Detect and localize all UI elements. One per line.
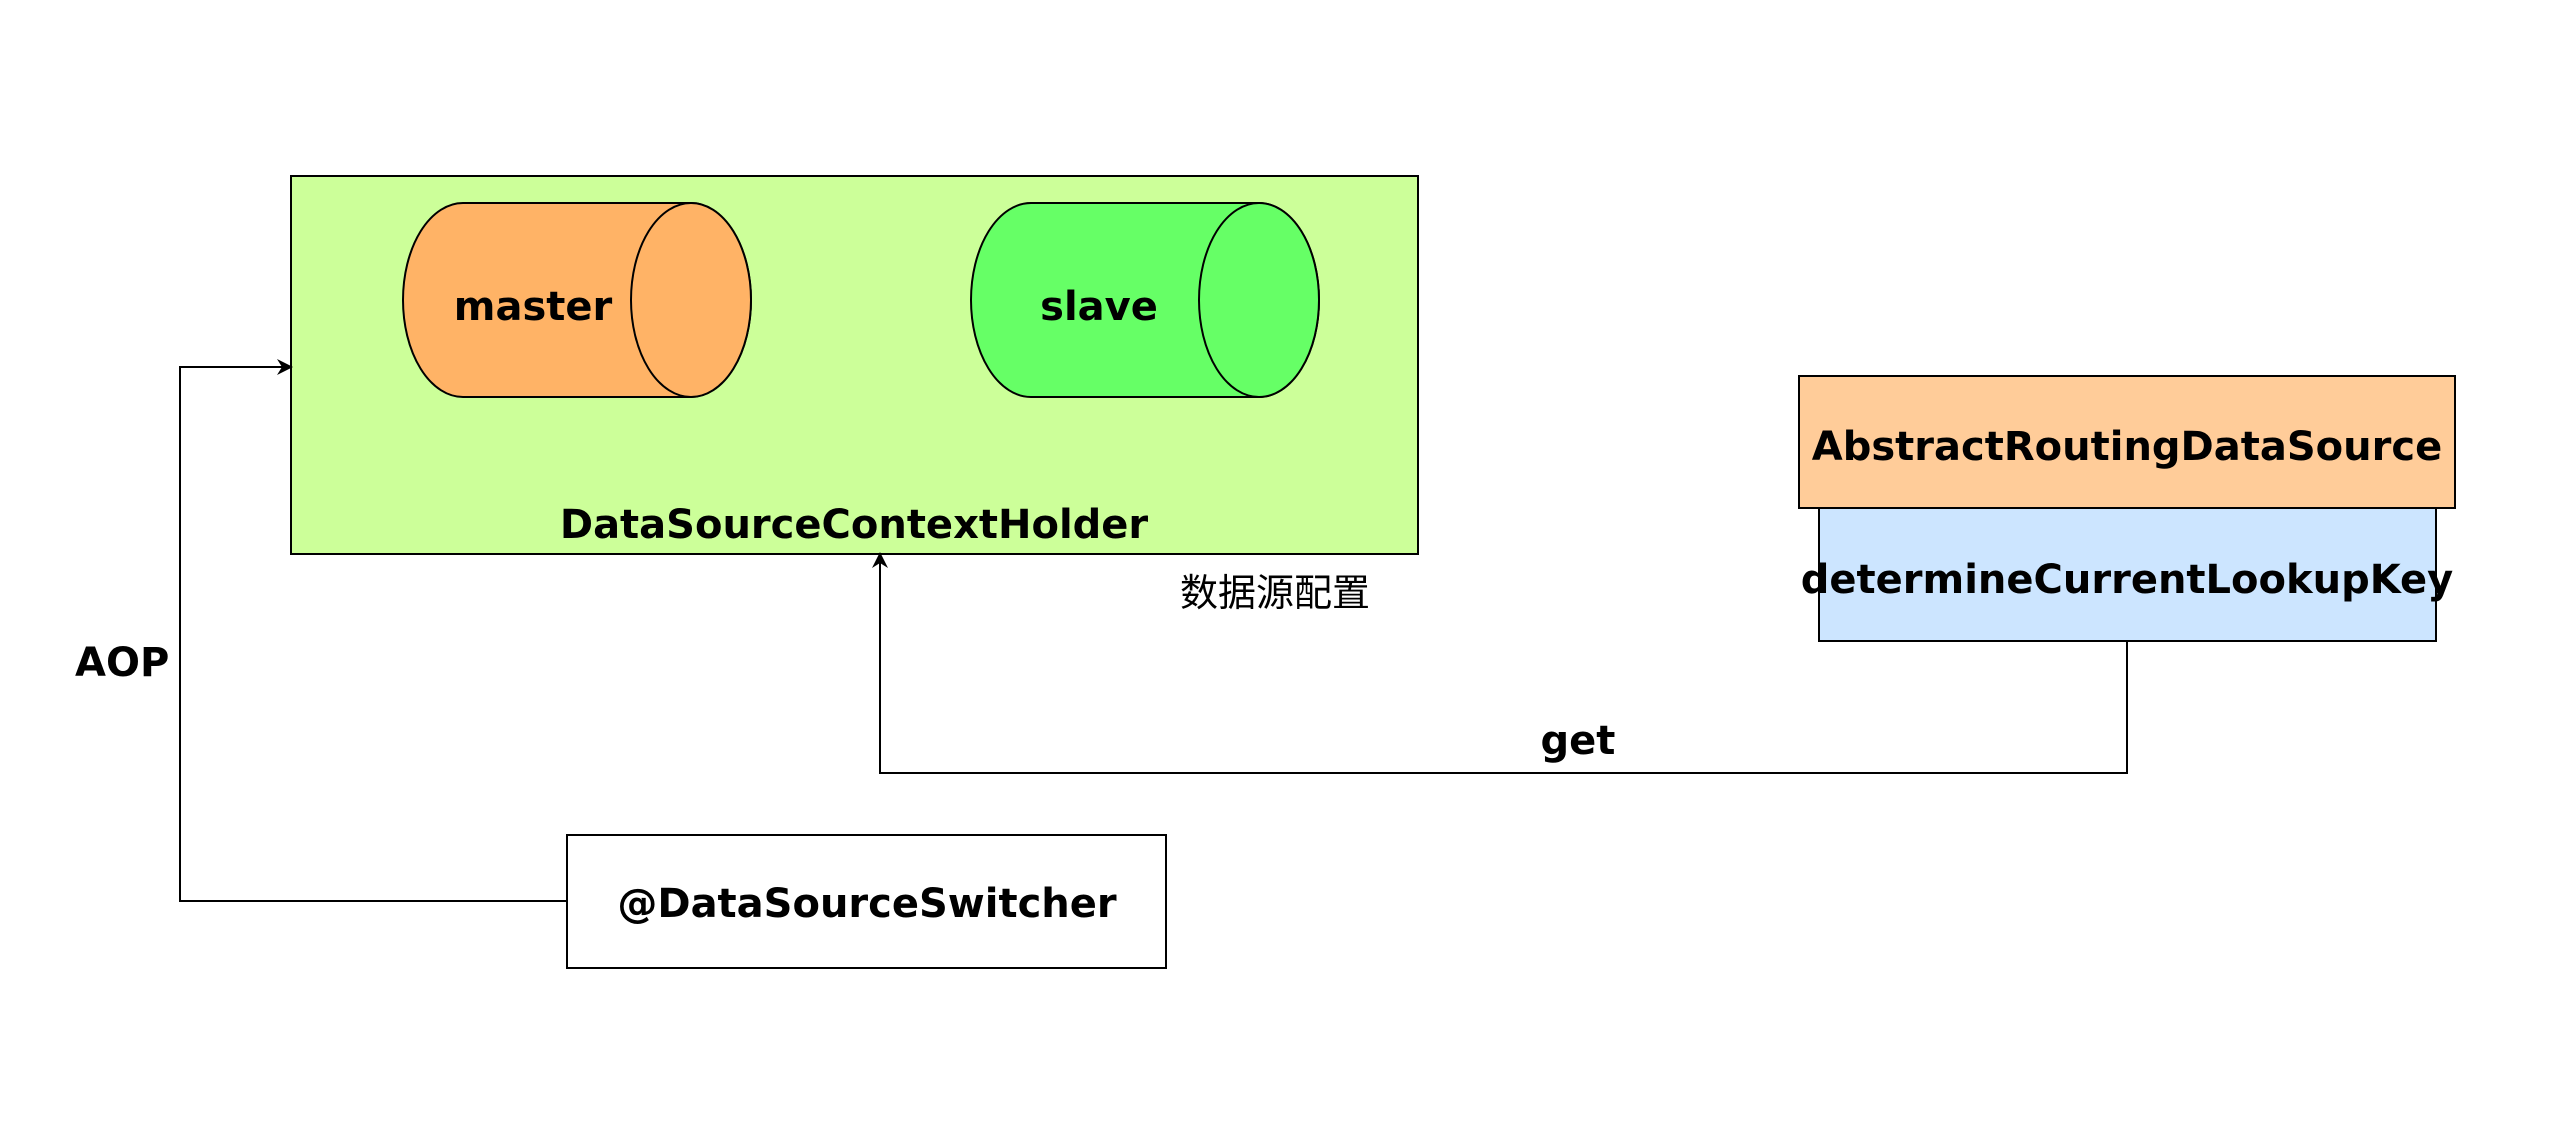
- aop-connector-arrow: [179, 359, 567, 902]
- slave-cylinder-cap: [1198, 202, 1320, 398]
- routing-box: [1798, 375, 2456, 509]
- master-database: master: [402, 202, 752, 398]
- lookup-box: [1818, 507, 2437, 642]
- routing-label: AbstractRoutingDataSource: [1812, 424, 2442, 470]
- master-label: master: [454, 284, 613, 330]
- holder-label: DataSourceContextHolder: [560, 502, 1149, 548]
- slave-label: slave: [1040, 284, 1158, 330]
- datasource-switcher: @DataSourceSwitcher: [566, 834, 1167, 969]
- lookup-label: determineCurrentLookupKey: [1801, 557, 2453, 603]
- aop-label: AOP: [75, 640, 169, 686]
- slave-database: slave: [970, 202, 1320, 398]
- get-connector-arrow: [872, 552, 2128, 774]
- master-cylinder-cap: [630, 202, 752, 398]
- determine-current-lookup-key: determineCurrentLookupKey: [1801, 507, 2453, 642]
- get-label: get: [1541, 718, 1616, 764]
- datasource-config-caption: 数据源配置: [1180, 571, 1370, 615]
- abstract-routing-datasource: AbstractRoutingDataSource: [1798, 375, 2456, 509]
- switcher-label: @DataSourceSwitcher: [617, 881, 1117, 927]
